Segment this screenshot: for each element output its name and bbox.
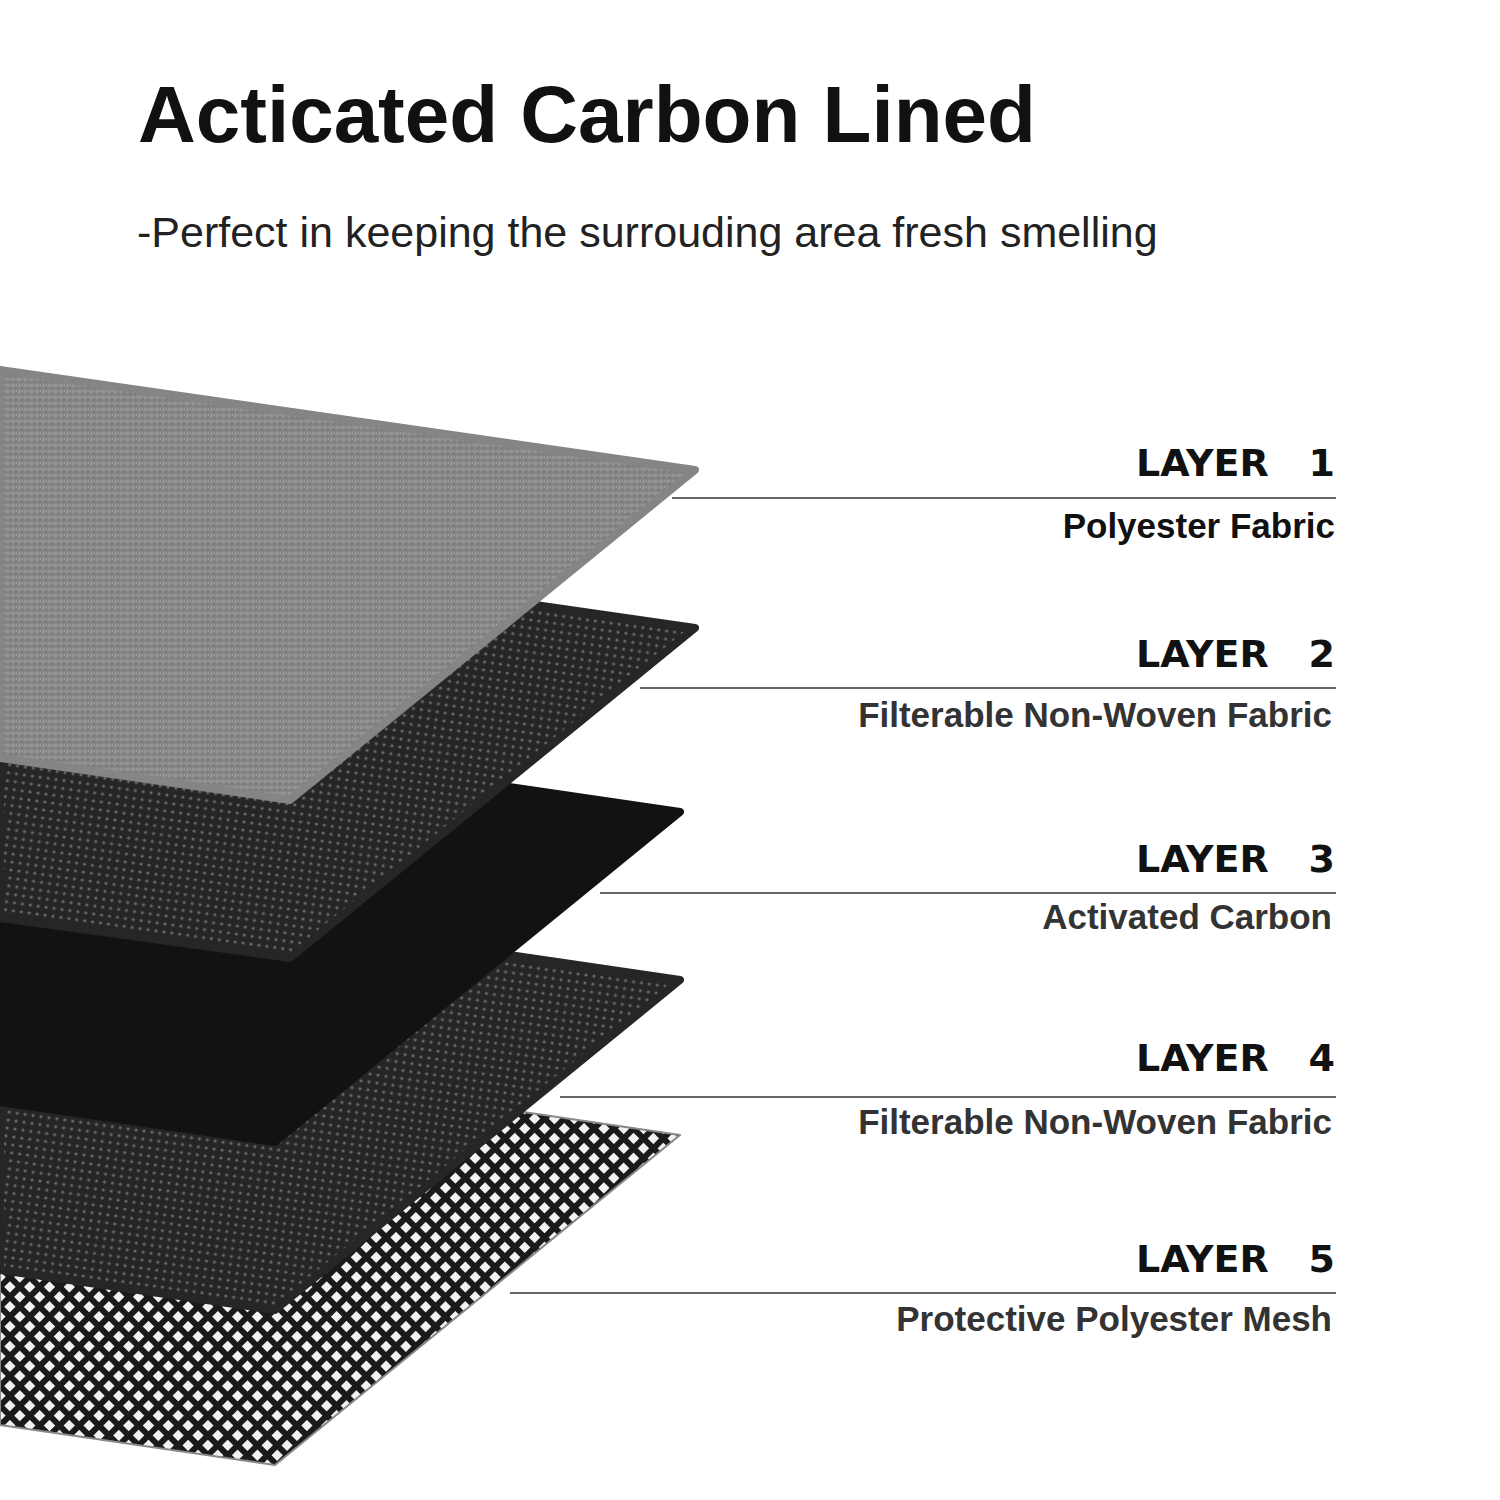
layer-name: Filterable Non-Woven Fabric — [858, 1104, 1332, 1139]
fabric-sheet — [0, 370, 695, 800]
layer-name: Polyester Fabric — [1063, 508, 1335, 543]
layer-name: Filterable Non-Woven Fabric — [858, 697, 1332, 732]
layer-number: LAYER 1 — [1136, 444, 1335, 482]
layer-number: LAYER 4 — [1136, 1039, 1335, 1077]
layer-name: Activated Carbon — [1042, 899, 1332, 934]
layer-name: Protective Polyester Mesh — [896, 1301, 1332, 1336]
layer-number: LAYER 2 — [1136, 635, 1335, 673]
layer-number: LAYER 5 — [1136, 1240, 1335, 1278]
subtitle: -Perfect in keeping the surrouding area … — [137, 211, 1158, 254]
title: Acticated Carbon Lined — [138, 75, 1036, 155]
leader-lines — [510, 498, 1336, 1293]
layer-number: LAYER 3 — [1136, 840, 1335, 878]
